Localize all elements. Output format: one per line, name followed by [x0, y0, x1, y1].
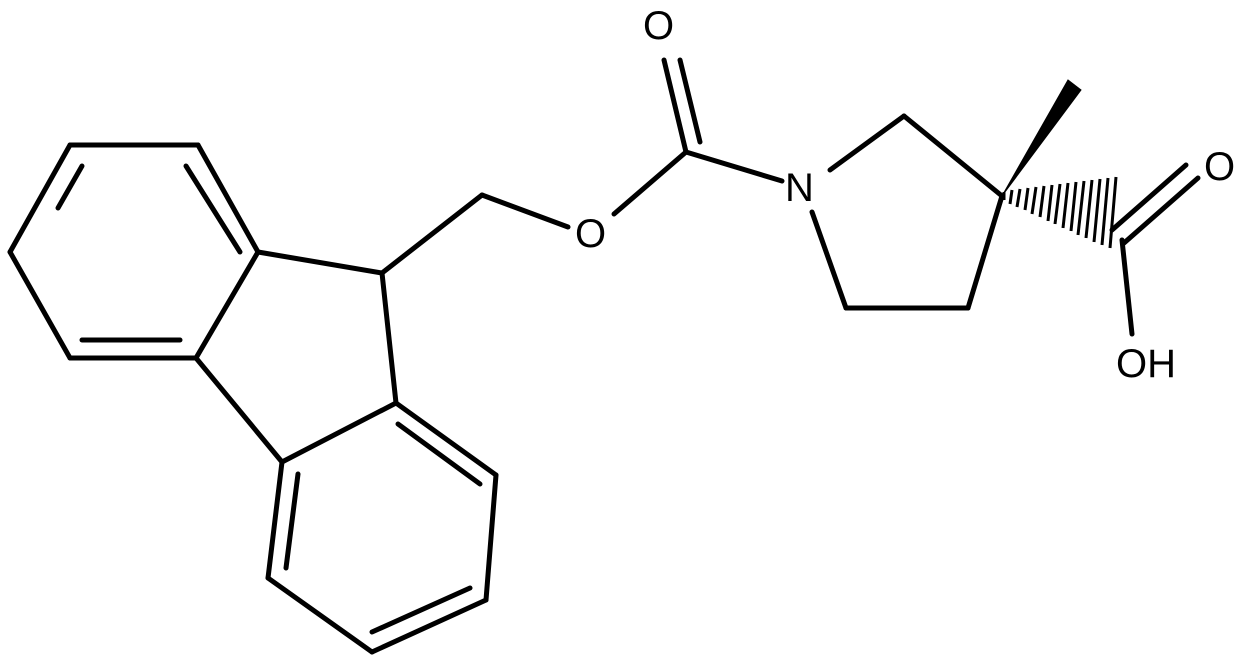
ring-nitrogen-label: N [785, 166, 814, 210]
stereocenter-bonds [1001, 79, 1118, 249]
bond [809, 209, 849, 311]
bond [369, 597, 489, 655]
fmoc-linker [379, 57, 785, 276]
bond [7, 249, 73, 361]
bond [611, 149, 689, 217]
bond [483, 472, 499, 603]
acid-carbonyl-bond [1121, 175, 1201, 246]
acid-carbonyl-bond [1109, 162, 1189, 233]
bond [1119, 237, 1135, 337]
bond [379, 270, 399, 406]
bond [393, 400, 499, 478]
carbonyl-bond [677, 57, 703, 145]
ester-oxygen-label: O [575, 212, 606, 256]
bond [965, 193, 1005, 311]
bond [479, 192, 571, 230]
bond [279, 400, 399, 465]
hashed-bond-carboxyl [1002, 176, 1118, 249]
bond [901, 113, 1005, 199]
bond [195, 142, 261, 255]
fluorene-right-ring [265, 400, 499, 655]
bond [827, 113, 907, 173]
wedge-bond-methyl [1001, 79, 1082, 197]
hydroxyl-label: OH [1116, 342, 1176, 386]
double-bond-inner [369, 585, 473, 635]
carbonyl-oxygen-label: O [643, 4, 674, 48]
carboxylic-acid [1109, 162, 1201, 337]
bond [7, 142, 73, 255]
bond [265, 575, 375, 655]
bond [683, 149, 785, 184]
double-bond-inner [55, 163, 85, 211]
fluorene-left-ring [7, 142, 261, 361]
carbonyl-bond [661, 57, 689, 155]
bond [379, 192, 485, 276]
bond [193, 355, 285, 465]
bond [265, 459, 285, 581]
double-bond-inner [283, 471, 301, 571]
double-bond-inner [395, 421, 483, 487]
acid-oxygen-label: O [1204, 145, 1235, 189]
pyrrolidine-ring [809, 113, 1005, 311]
bond [255, 249, 385, 276]
bond [193, 249, 261, 361]
fluorene-five-ring [193, 249, 399, 465]
double-bond-inner [183, 163, 243, 255]
